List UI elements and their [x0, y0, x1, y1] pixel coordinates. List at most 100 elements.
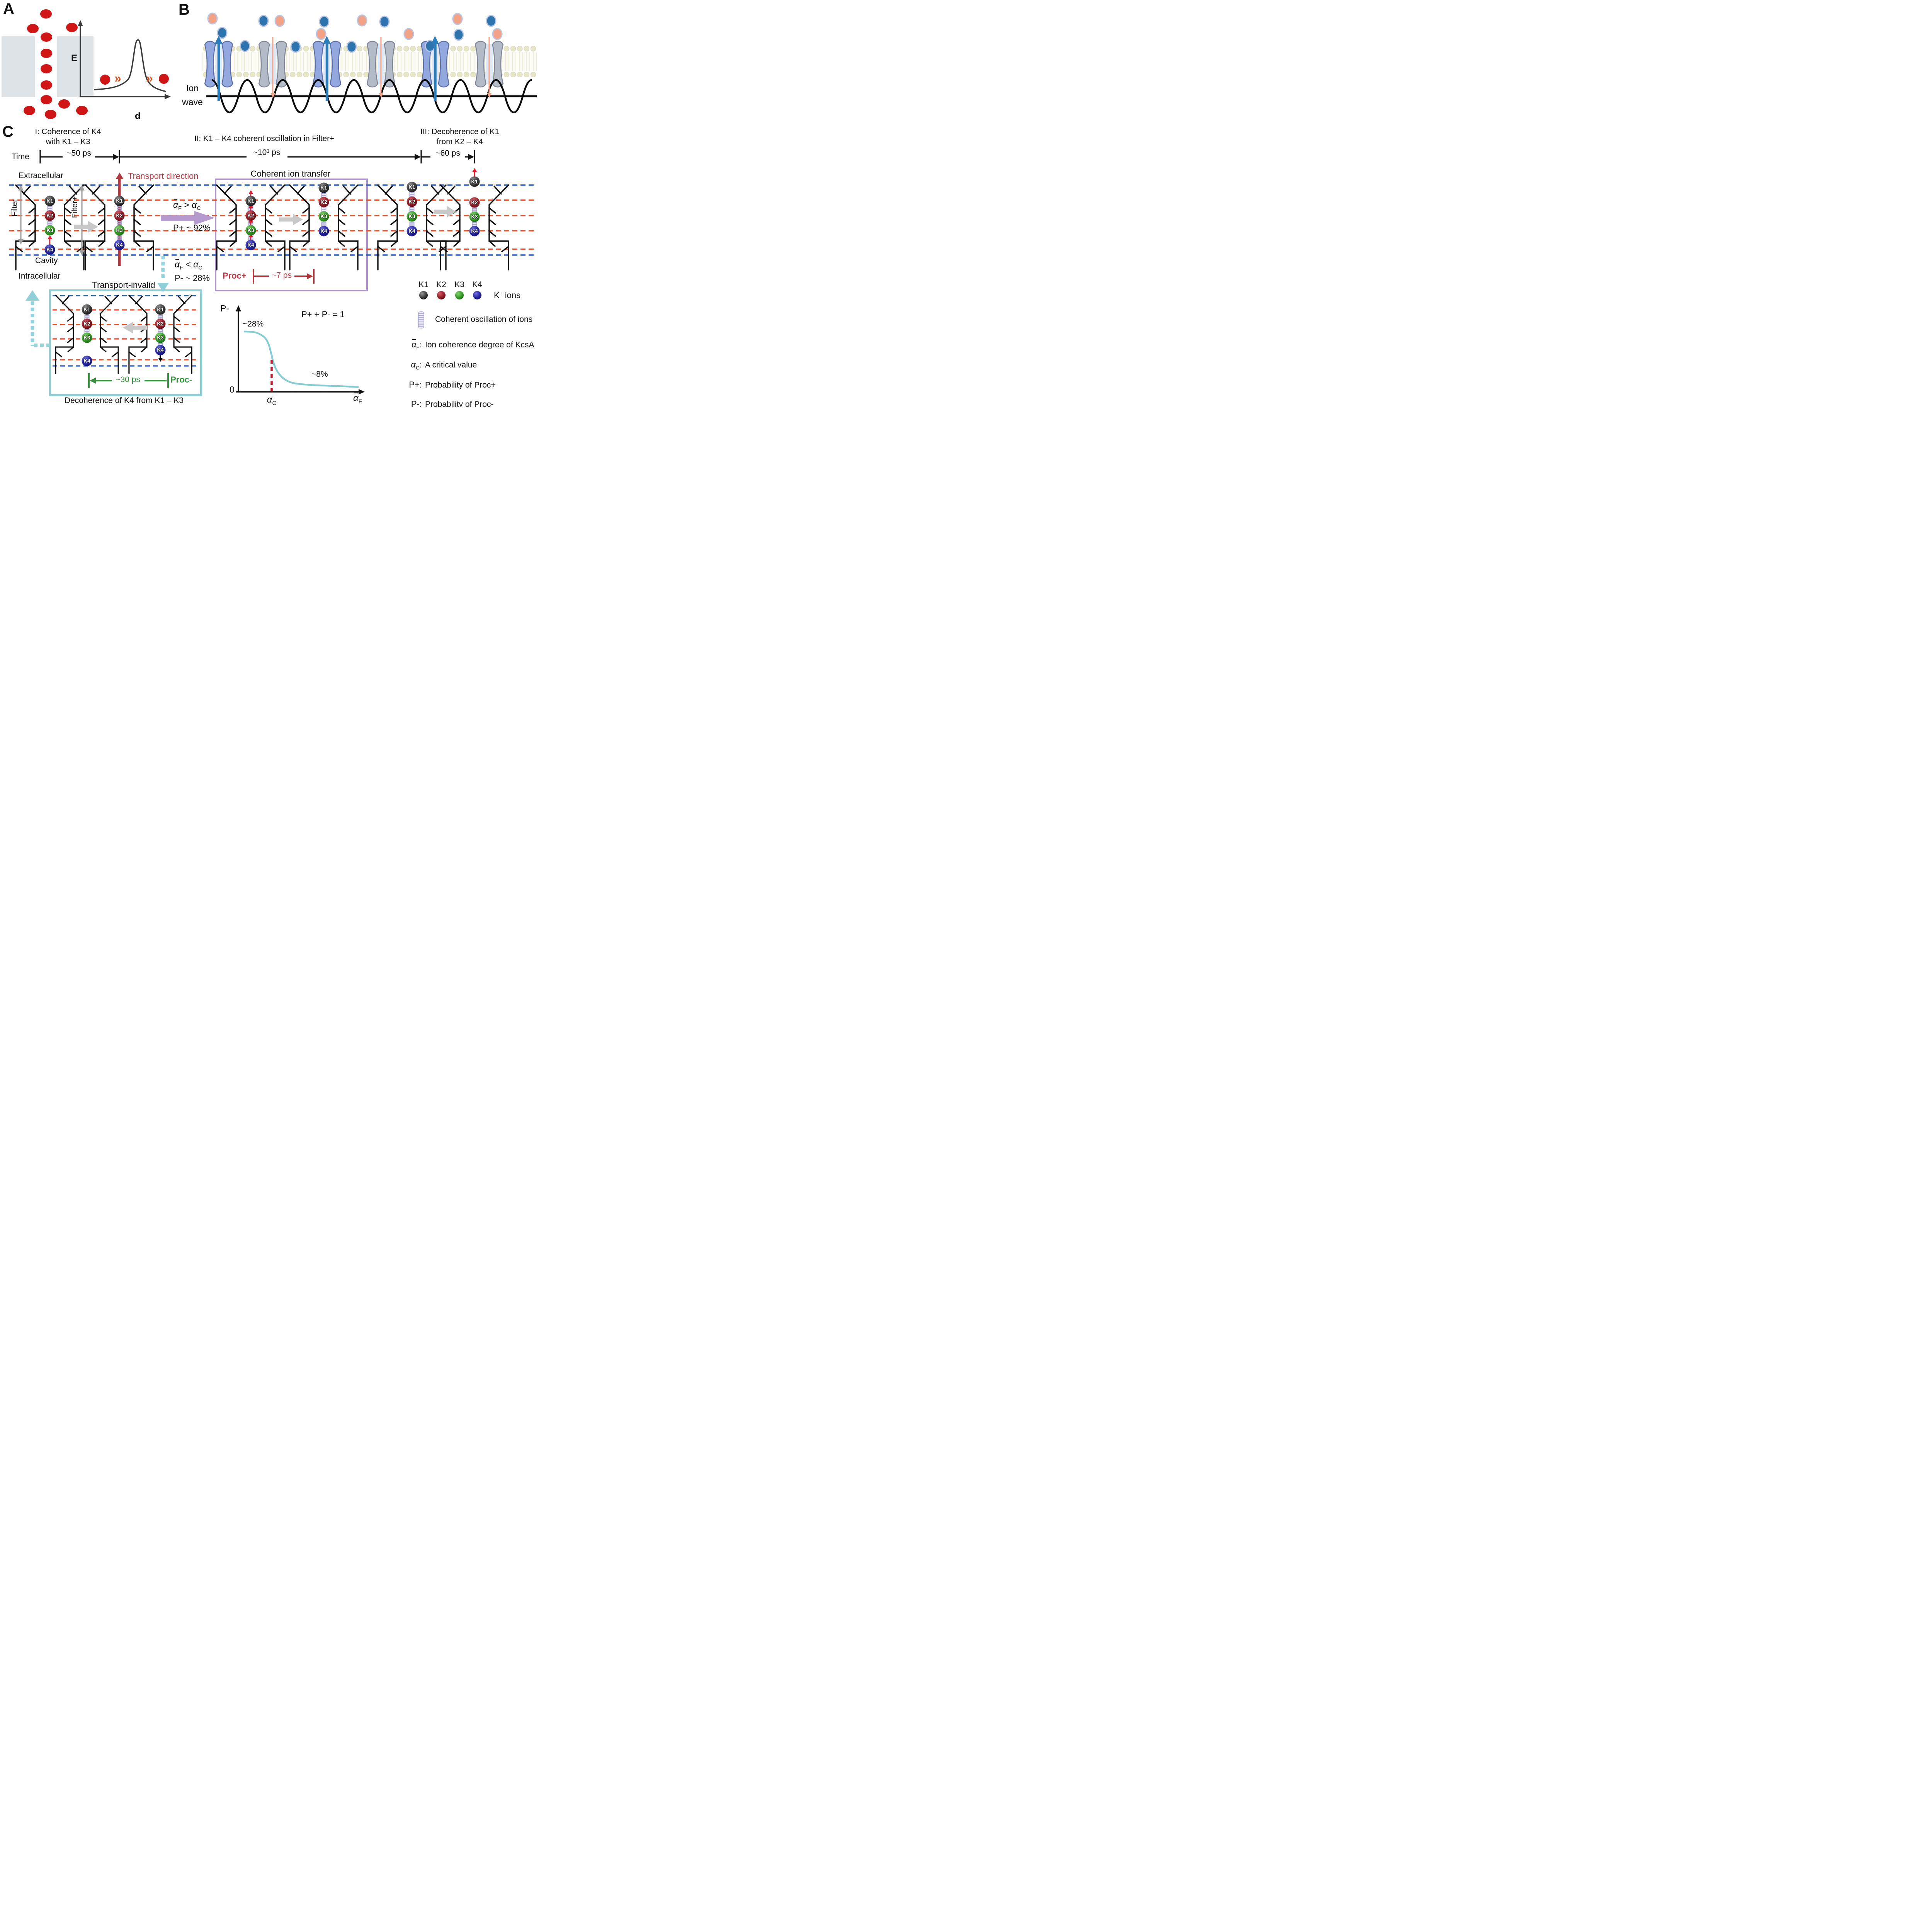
- k4-entry-arrow: [49, 239, 51, 245]
- ion-k1: K1: [114, 196, 125, 206]
- legend-k4-label: K4: [472, 280, 482, 289]
- anion-icon: [319, 15, 330, 28]
- def-symbol-pplus: P+:: [409, 380, 422, 389]
- ion-k2: K2: [469, 197, 480, 208]
- transport-direction-label: Transport direction: [128, 171, 199, 181]
- pminus-curve: [244, 330, 359, 388]
- ion-dot: [76, 106, 88, 115]
- cation-icon: [492, 28, 503, 40]
- proc-plus-duration: ~7 ps: [272, 271, 292, 280]
- ion-dot: [66, 23, 78, 32]
- panel-b-label: B: [179, 1, 190, 18]
- ion-k3: K3: [406, 211, 417, 222]
- ion-k1: K1: [155, 304, 166, 315]
- ion-k4: K4: [245, 240, 256, 250]
- ion-k2: K2: [318, 197, 329, 207]
- ion-k3: K3: [469, 211, 480, 222]
- retry-arrow-horizontal-dashes: [34, 344, 49, 347]
- ion-dot: [41, 80, 52, 90]
- def-symbol-alphaF: αF:: [412, 340, 422, 351]
- coherence-spring: [321, 206, 327, 213]
- anion-icon: [240, 40, 250, 52]
- phase1-title-1: I: Coherence of K4: [35, 127, 101, 136]
- proc-plus-measure: [253, 269, 315, 284]
- ion-dot: [45, 110, 56, 119]
- ion-k4: K4: [44, 244, 55, 255]
- ion-k3: K3: [155, 332, 166, 343]
- proc-minus-arrowhead: [90, 378, 96, 384]
- channel-wall-right: [57, 36, 94, 97]
- phase1-duration: ~50 ps: [66, 149, 91, 158]
- cation-icon: [403, 28, 414, 40]
- ion-dot: [41, 95, 52, 104]
- ion-k1: K1: [44, 196, 55, 206]
- proc-minus-branch-arrowhead: [157, 283, 169, 292]
- filter-plus-label: Filter+: [71, 196, 79, 218]
- ion-k2: K2: [245, 210, 256, 221]
- ion-wave-sine: [211, 79, 532, 114]
- binding-site-levels: [9, 184, 537, 256]
- ion-dot: [40, 9, 52, 19]
- legend-k3-ball: [455, 291, 464, 299]
- cation-icon: [452, 13, 463, 25]
- filter-arrowhead: [18, 239, 24, 245]
- ion-k3: K3: [245, 225, 256, 236]
- graph-annotation-low: ~8%: [311, 370, 328, 379]
- cavity-label: Cavity: [35, 256, 58, 265]
- ion-dot: [41, 32, 52, 42]
- proc-minus-duration: ~30 ps: [116, 375, 140, 384]
- axis-arrowhead-up: [78, 20, 83, 26]
- legend-spring-icon: [418, 311, 424, 328]
- ion-dot: [41, 49, 52, 58]
- ion-k3: K3: [82, 332, 92, 343]
- ion-k4: K4: [318, 226, 329, 236]
- ion-k4: K4: [406, 226, 417, 236]
- coherence-spring: [158, 313, 163, 320]
- legend-k2-ball: [437, 291, 446, 299]
- proc-plus-label: Proc+: [223, 271, 247, 281]
- filter-extent-arrows: [20, 188, 83, 253]
- proc-plus-arrowhead: [307, 273, 313, 279]
- legend-k3-label: K3: [454, 280, 464, 289]
- timeline-arrowhead: [415, 154, 421, 160]
- timeline: [39, 150, 475, 163]
- transport-invalid-title: Transport-invalid: [92, 280, 155, 290]
- proc-minus-branch-arrow-dashes: [161, 256, 165, 281]
- chevron-right-icon: »: [114, 71, 121, 85]
- ion-dot: [100, 75, 110, 85]
- upward-flux-arrow: [434, 43, 437, 101]
- figure-canvas: A » » E d B: [0, 0, 537, 407]
- graph-xtick-alphaC: αC: [267, 395, 277, 406]
- graph-origin: 0: [230, 384, 235, 395]
- coherence-spring: [321, 191, 327, 199]
- ion-k2: K2: [114, 210, 125, 221]
- k4-retreat-arrow: [160, 353, 161, 358]
- phase3-title-1: III: Decoherence of K1: [420, 127, 499, 136]
- ion-k3: K3: [318, 211, 329, 222]
- downward-flux-arrow: [272, 37, 274, 94]
- retry-arrowhead: [26, 290, 39, 301]
- graph-annotation-high: ~28%: [243, 320, 264, 328]
- downward-flux-arrow: [380, 37, 382, 94]
- def-symbol-pminus: P-:: [411, 399, 422, 407]
- timeline-arrowhead: [468, 154, 474, 160]
- retry-arrow-vertical-dashes: [31, 301, 34, 346]
- legend-k2-label: K2: [436, 280, 446, 289]
- probability-minus: P- ~ 28%: [175, 273, 210, 283]
- panel-c-label: C: [2, 123, 14, 140]
- intracellular-label: Intracellular: [19, 272, 61, 281]
- phase1-title-2: with K1 – K3: [46, 137, 90, 146]
- anion-icon: [258, 15, 269, 27]
- ion-k2: K2: [44, 210, 55, 221]
- phase2-title: II: K1 – K4 coherent oscillation in Filt…: [194, 134, 334, 143]
- def-text-alphaC: A critical value: [425, 361, 477, 369]
- coherence-spring: [117, 219, 122, 227]
- hop-arrow: [250, 237, 252, 240]
- anion-icon: [453, 29, 464, 41]
- def-text-pplus: Probability of Proc+: [425, 381, 496, 389]
- anion-icon: [486, 15, 497, 27]
- upward-flux-arrow: [325, 43, 328, 101]
- graph-arrowhead-up: [236, 305, 241, 311]
- anion-icon: [346, 41, 357, 53]
- x-axis-label-d: d: [135, 111, 141, 121]
